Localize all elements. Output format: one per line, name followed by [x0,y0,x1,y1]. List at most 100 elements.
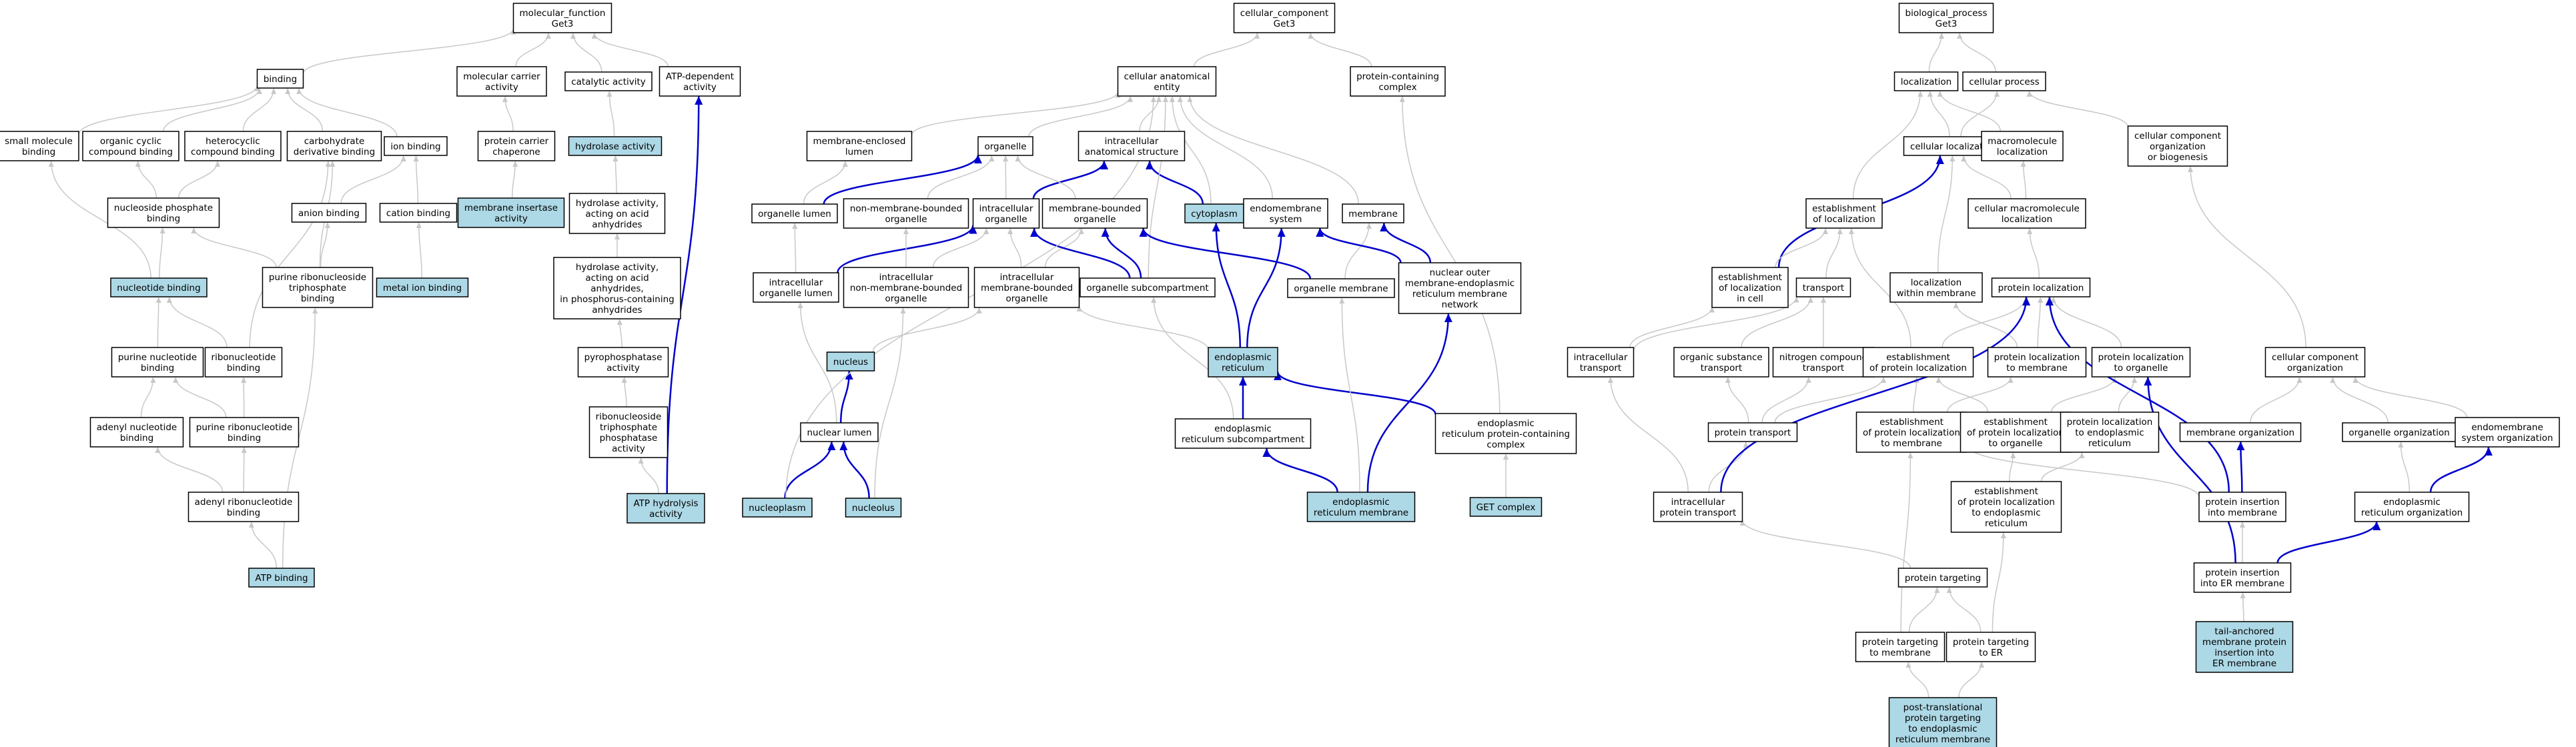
node-box [1795,277,1851,297]
node-box [1174,418,1312,449]
node-cation-binding: cation binding [379,203,458,223]
node-cytoplasm: cytoplasm [1184,203,1244,223]
edge-localization-to-bp-get3 [1928,32,1945,73]
node-label-line: endoplasmic [1214,424,1272,434]
node-label-line: cellular macromolecule [1974,203,2080,214]
node-box [588,406,669,458]
edge-protein-transport-to-organic-substance [1725,376,1749,424]
edge-membrane-to-cell-anat [1187,95,1359,205]
node-label-line: transport [1580,363,1621,374]
node-box [457,197,565,228]
edge-establish-prot-loc-to-establish-loc [1848,227,1911,348]
node-atp-binding: ATP binding [248,568,315,588]
edge-atp-dep-to-mf-get3 [591,32,669,67]
node-label-line: post-translational [1903,702,1983,713]
node-label-line: anhydrides, [590,283,643,294]
node-box [1673,347,1769,378]
node-anion-binding: anion binding [291,203,367,223]
highlight-edge-intracellular-prot-transport-to-protein-localization [1720,296,2031,493]
node-box [110,277,207,297]
edge-intracellular-transport-to-establish-loc-cell [1629,306,1715,348]
node-label-line: establishment [1718,272,1782,283]
highlight-edge-nuclear-lumen-to-nucleus [840,370,853,424]
node-label-line: localization [1911,277,1962,288]
node-label-line: protein insertion [2205,497,2279,508]
edge-protein-complex-to-cc-get3 [1308,32,1372,67]
edge-macromolecule-loc-to-localization [1937,90,2002,132]
node-label-line: triphosphate [600,422,657,433]
node-box [1855,412,1968,453]
node-label-line: protein carrier [484,136,549,147]
edge-prot-loc-membrane-to-protein-localization [2037,296,2044,348]
edge-cell-macro-loc-to-macromolecule-loc [2020,160,2027,199]
node-box [753,272,839,303]
edge-metal-ion-to-cation-binding [416,221,422,279]
highlight-edge-organelle-lumen-to-organelle [823,154,982,205]
highlight-edge-er-to-endomembrane-sys [1246,227,1286,348]
node-box [1653,492,1743,522]
edge-protein-localization-to-cell-macro-loc [2027,227,2040,279]
node-box [1897,568,1988,588]
node-label-line: nitrogen compound [1779,352,1867,363]
highlight-edge-protein-insertion-er-to-er-organization [2276,521,2381,564]
node-label-line: ATP hydrolysis [633,498,698,509]
node-box [826,351,875,371]
node-label-line: hydrolase activity, [576,198,659,209]
edge-protein-targeting-to-intracellular-prot-transport [1739,520,1911,569]
node-label-line: ribonucleoside [596,412,662,422]
edge-cell-comp-org-bio-to-cellular-process [2026,90,2129,128]
edge-post-translational-to-targeting-er [1958,661,1985,698]
node-box [1434,413,1577,454]
highlight-edge-protein-insertion-mem-to-membrane-org [2236,441,2245,493]
node-label-line: Get3 [1274,19,1296,29]
node-label-line: in cell [1737,293,1763,304]
node-label-line: binding [147,213,180,224]
highlight-edge-intra-org-lumen-to-intracellular-org [837,225,977,273]
node-label-line: binding [264,74,297,85]
edge-catalytic-to-mf-get3 [570,32,602,73]
node-metal-ion: metal ion binding [376,277,469,297]
node-hydrolase-phos: hydrolase activity,acting on acidanhydri… [553,257,681,319]
node-box [1960,412,2072,453]
node-label-line: purine nucleotide [118,352,197,363]
node-label-line: organelle membrane [1294,283,1388,294]
node-label-line: of protein localization [1958,497,2055,508]
node-label-line: phosphatase [600,433,658,444]
node-label-line: establishment [1812,203,1876,214]
edge-org-cyclic-to-binding [163,87,262,132]
edge-binding-to-mf-get3 [302,28,516,74]
node-box [568,136,663,156]
edge-targeting-membrane-to-establish-prot-loc-mem [1900,452,1913,633]
node-label-line: to membrane [1869,648,1931,658]
node-label-line: ATP-dependent [666,71,734,82]
node-label-line: intracellular [979,203,1033,214]
edge-nucleoside-phos-to-org-cyclic [135,160,157,199]
node-label-line: molecular carrier [463,71,540,82]
edge-nonmembrane-org-to-organelle [927,155,995,199]
edge-establish-loc-cell-to-establish-loc [1775,227,1829,268]
node-label-line: organelle [885,293,927,304]
node-label-line: protein localization [2067,417,2153,428]
node-label-line: adenyl ribonucleotide [195,497,293,508]
node-label-line: acting on acid [585,273,649,283]
highlight-edge-organelle-membrane-to-membrane-bounded-org [1139,227,1312,279]
node-box [1208,347,1278,378]
node-label-line: organic cyclic [100,136,161,147]
node-box [1805,198,1883,229]
node-label-line: cation binding [386,208,450,219]
